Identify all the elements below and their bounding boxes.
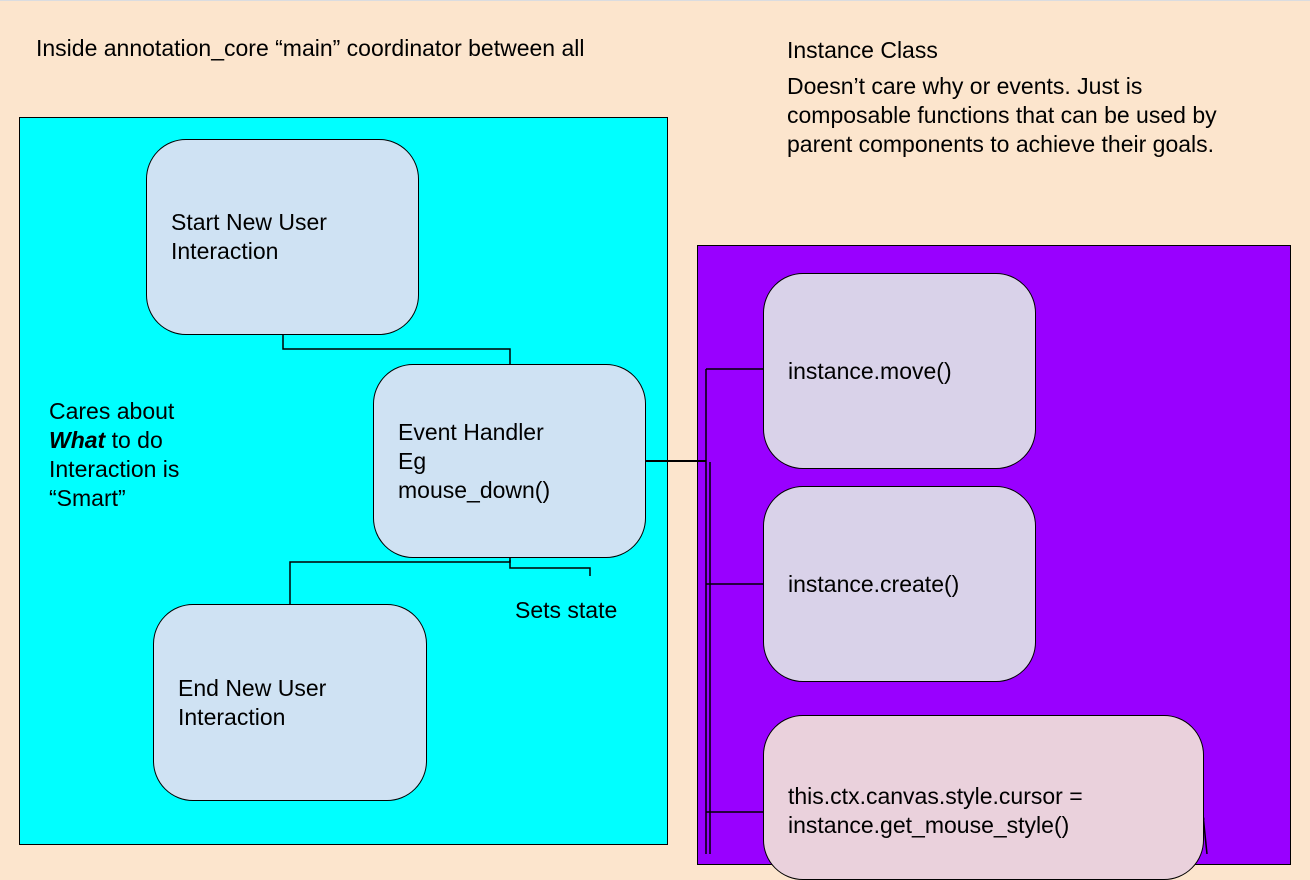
sets-state-label: Sets state <box>515 597 618 623</box>
event-handler-box: Event Handler Eg mouse_down() <box>373 364 646 558</box>
instance-move-label: instance.move() <box>788 357 952 384</box>
instance-create-label: instance.create() <box>788 570 960 597</box>
cares-about-note: Cares about What to do Interaction is “S… <box>49 397 249 513</box>
start-interaction-box: Start New User Interaction <box>146 139 419 335</box>
instance-move-box: instance.move() <box>763 273 1036 469</box>
top-border <box>0 0 1310 1</box>
start-interaction-label: Start New User Interaction <box>171 209 327 264</box>
end-interaction-label: End New User Interaction <box>178 674 327 730</box>
instance-class-title: Instance Class <box>787 37 938 63</box>
cursor-style-label: this.ctx.canvas.style.cursor = instance.… <box>788 783 1083 838</box>
instance-class-description: Doesn’t care why or events. Just is comp… <box>787 73 1217 157</box>
end-interaction-box: End New User Interaction <box>153 604 427 801</box>
coordinator-title: Inside annotation_core “main” coordinato… <box>36 35 585 61</box>
cares-what-emphasis: What <box>49 427 106 453</box>
interaction-smart-text: Interaction is “Smart” <box>49 456 180 511</box>
event-handler-label: Event Handler Eg mouse_down() <box>398 418 551 503</box>
cursor-style-box: this.ctx.canvas.style.cursor = instance.… <box>763 715 1204 880</box>
cares-to-do-text: to do <box>105 427 163 453</box>
instance-create-box: instance.create() <box>763 486 1036 682</box>
cares-about-text: Cares about <box>49 398 175 424</box>
